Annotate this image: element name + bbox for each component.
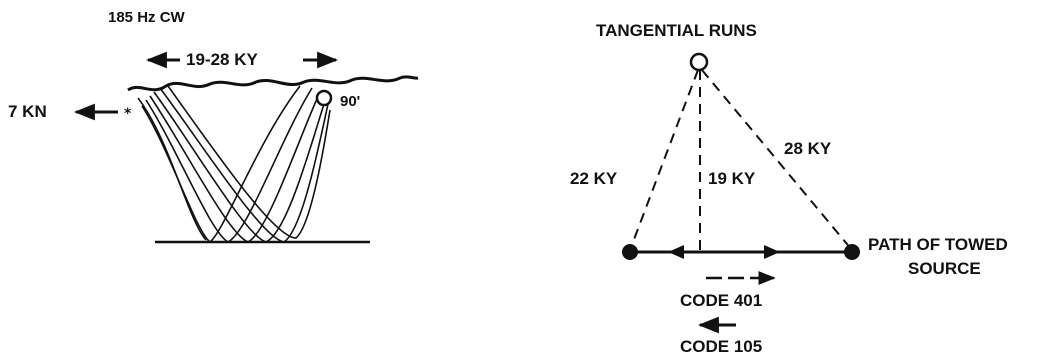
left-leg-label: 22 KY — [570, 169, 618, 188]
source-star-icon: * — [124, 106, 132, 122]
tow-start-point-icon — [622, 244, 638, 260]
path-label-line1: PATH OF TOWED — [868, 235, 1008, 254]
receiver-ship-icon — [689, 52, 709, 72]
tow-arrow-left-icon — [668, 245, 684, 259]
triangle-legs — [629, 69, 853, 251]
sea-surface-line — [127, 75, 419, 92]
right-leg-label: 28 KY — [784, 139, 832, 158]
tow-end-point-icon — [844, 244, 860, 260]
path-label-line2: SOURCE — [908, 259, 981, 278]
signal-label: 185 Hz CW — [108, 9, 185, 26]
center-leg-label: 19 KY — [708, 169, 756, 188]
receiver-icon — [315, 89, 333, 107]
ray-paths — [137, 85, 331, 244]
depth-label: 90' — [340, 93, 361, 110]
panel-title: TANGENTIAL RUNS — [596, 21, 757, 40]
tow-arrow-right-icon — [764, 245, 780, 259]
code-105-label: CODE 105 — [680, 337, 763, 356]
speed-label: 7 KN — [8, 102, 47, 121]
code-401-label: CODE 401 — [680, 291, 763, 310]
range-label: 19-28 KY — [186, 50, 258, 69]
